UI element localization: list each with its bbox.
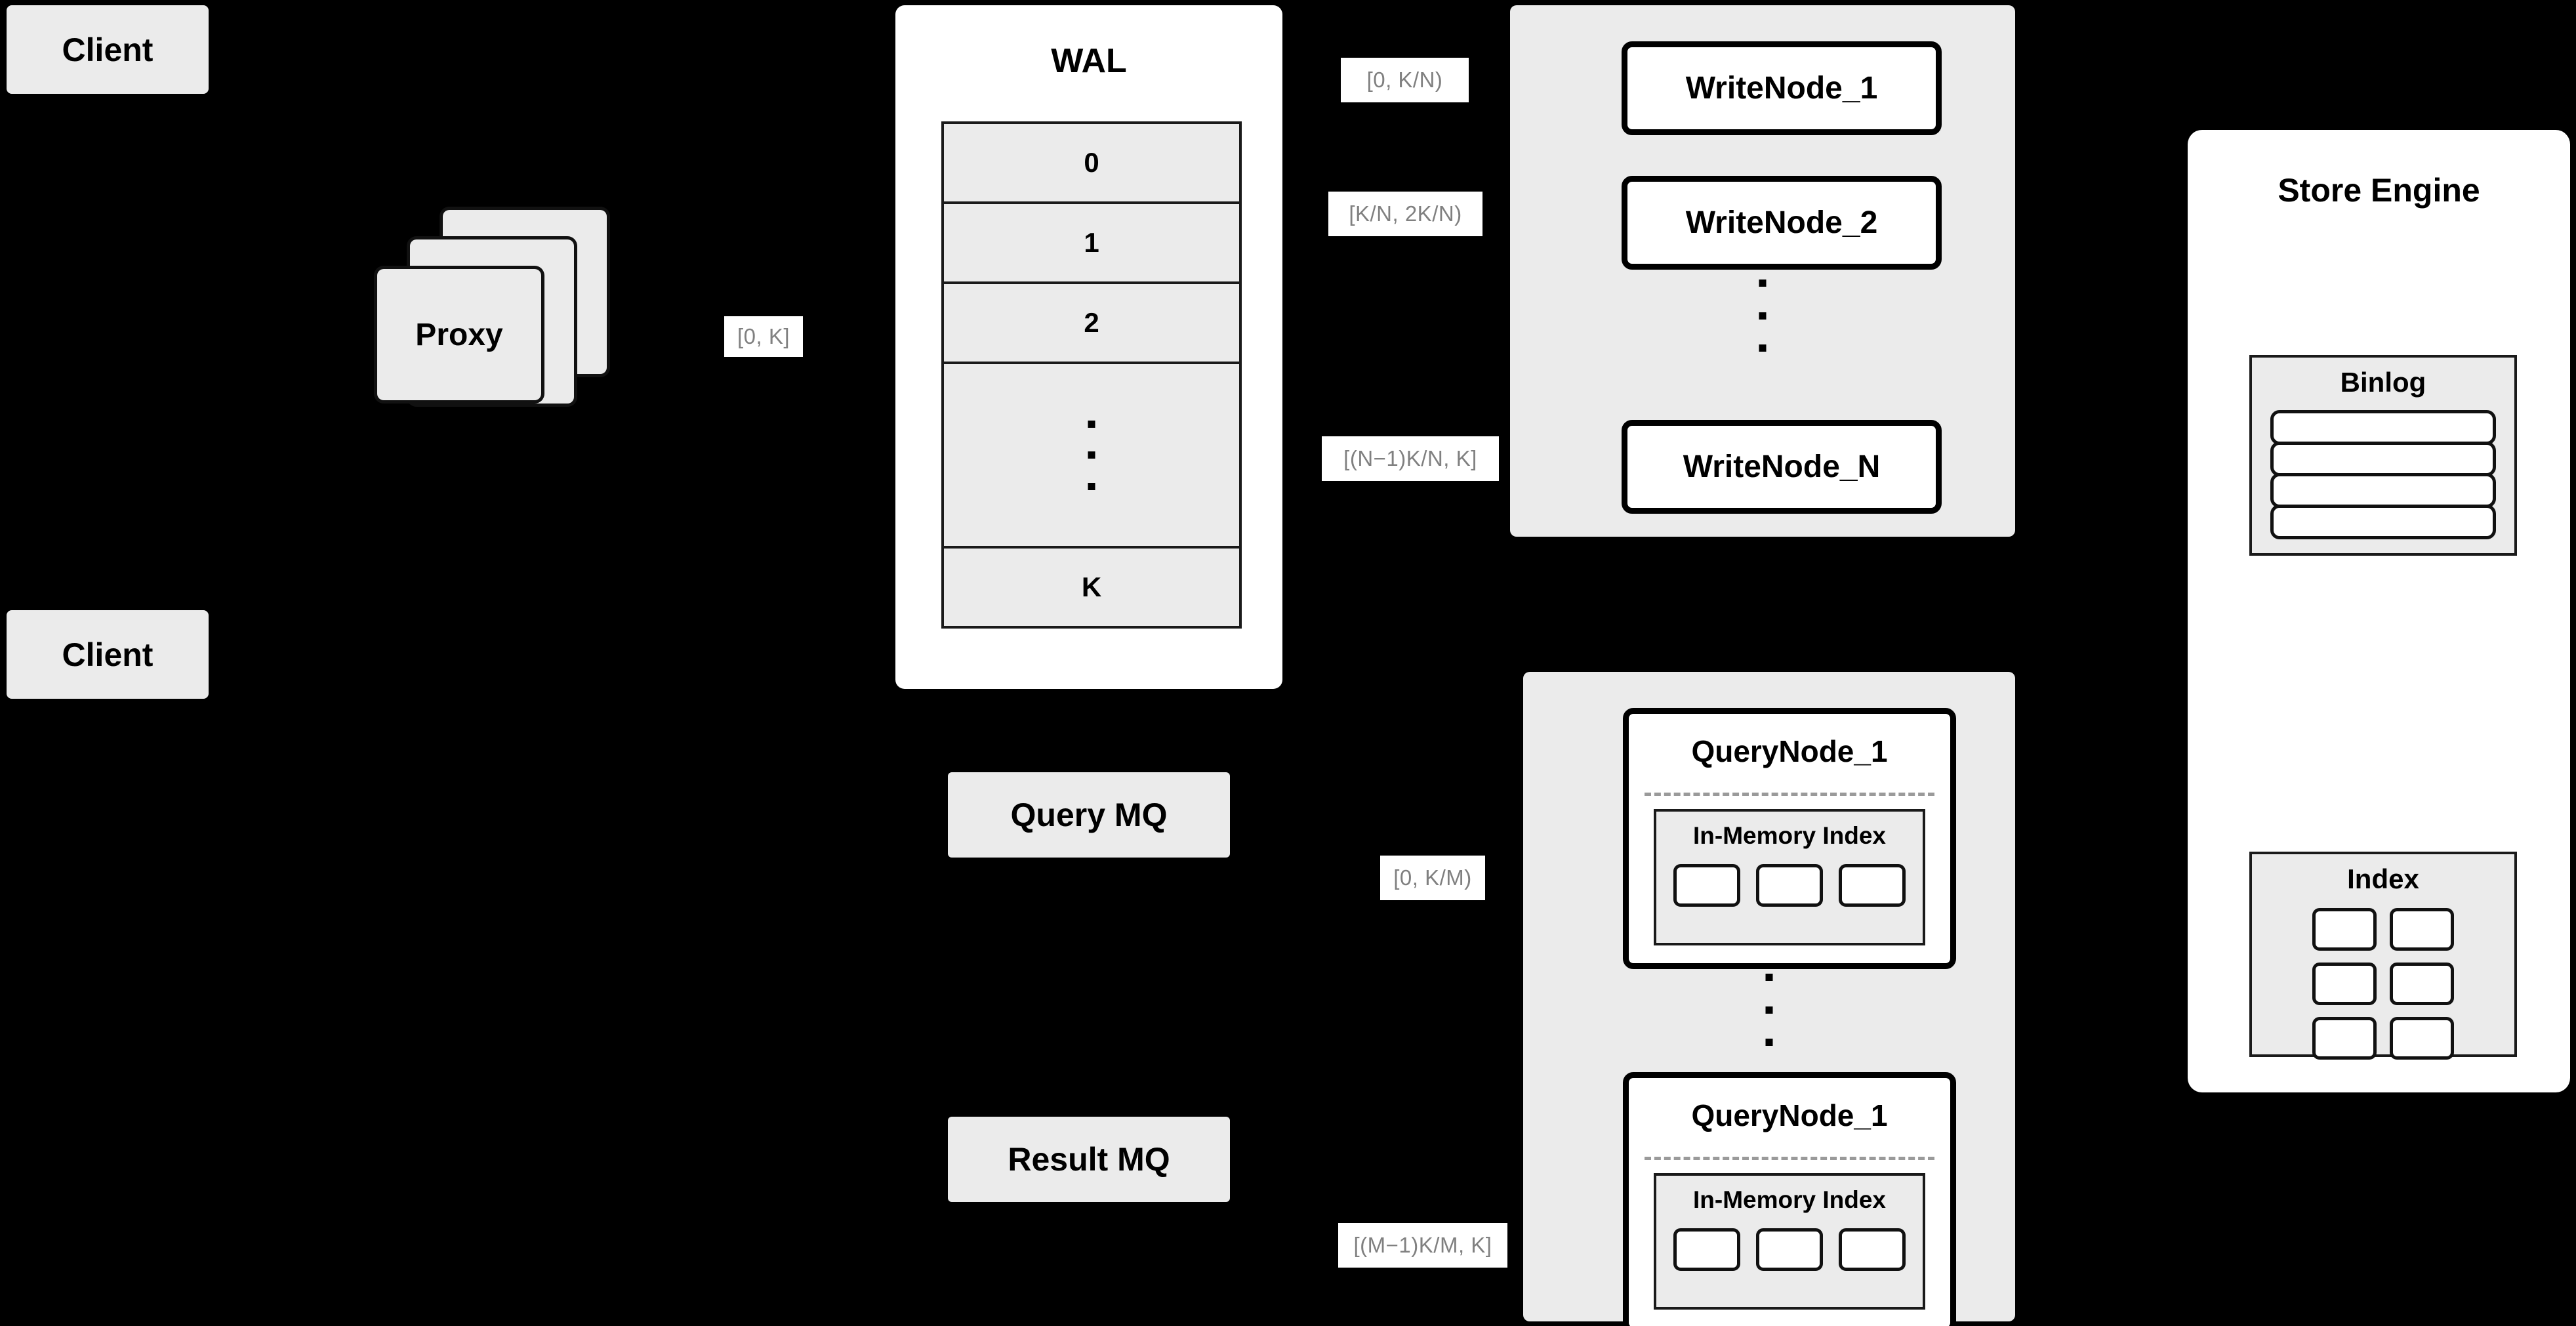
store-engine-panel: Store Engine Binlog Index [2188, 130, 2570, 1092]
write-node-1[interactable]: WriteNode_1 [1622, 41, 1942, 135]
wal-ellipsis-dots [1088, 420, 1095, 490]
proxy-stack[interactable]: Proxy [377, 210, 685, 433]
query-node-1-label: QueryNode_1 [1691, 734, 1888, 768]
write-node-n-label: WriteNode_N [1683, 449, 1881, 484]
client-box-1[interactable]: Client [7, 5, 209, 94]
client-label-2: Client [62, 636, 153, 673]
store-index-slot-6[interactable] [2390, 1017, 2454, 1060]
range-label-writenode-n-text: [(N−1)K/N, K] [1343, 446, 1477, 470]
binlog-title: Binlog [2340, 367, 2426, 398]
proxy-sheet-front[interactable]: Proxy [377, 269, 541, 400]
query-node-1-index-slot-1[interactable] [1673, 864, 1740, 907]
query-node-m-index-slot-3[interactable] [1839, 1228, 1906, 1271]
store-engine-title: Store Engine [2278, 172, 2480, 209]
wal-row-ellipsis [944, 364, 1239, 549]
query-node-1[interactable]: QueryNode_1 In-Memory Index [1623, 708, 1956, 969]
query-cluster-ellipsis-dots [1765, 974, 1773, 1046]
result-mq-box[interactable]: Result MQ [948, 1117, 1230, 1202]
result-mq-label: Result MQ [1008, 1141, 1170, 1178]
wal-row-2[interactable]: 2 [944, 284, 1239, 364]
store-index-box: Index [2249, 852, 2517, 1060]
query-node-m-index-slot-2[interactable] [1756, 1228, 1823, 1271]
range-label-writenode-1: [0, K/N) [1341, 58, 1469, 102]
query-node-1-index-slot-2[interactable] [1756, 864, 1823, 907]
range-label-proxy-to-wal-text: [0, K] [737, 324, 790, 348]
query-node-m[interactable]: QueryNode_1 In-Memory Index [1623, 1072, 1956, 1326]
range-label-writenode-1-text: [0, K/N) [1366, 68, 1443, 92]
wal-row-k[interactable]: K [944, 549, 1239, 626]
binlog-slot-4[interactable] [2270, 505, 2496, 539]
proxy-label: Proxy [415, 317, 503, 352]
query-cluster-panel: QueryNode_1 In-Memory Index QueryNode_1 … [1523, 672, 2015, 1326]
range-label-proxy-to-wal: [0, K] [724, 316, 803, 357]
query-node-m-index-box: In-Memory Index [1654, 1173, 1925, 1310]
write-node-2[interactable]: WriteNode_2 [1622, 176, 1942, 270]
query-node-m-label: QueryNode_1 [1691, 1098, 1888, 1132]
query-node-m-index-title: In-Memory Index [1693, 1186, 1886, 1213]
store-index-slot-1[interactable] [2312, 908, 2377, 951]
wal-row-1[interactable]: 1 [944, 204, 1239, 284]
range-label-querynode-1-text: [0, K/M) [1393, 865, 1472, 890]
range-label-writenode-2: [K/N, 2K/N) [1328, 192, 1482, 236]
binlog-slot-1[interactable] [2270, 410, 2496, 445]
wal-row-stack: 0 1 2 K [941, 121, 1242, 629]
client-label-1: Client [62, 31, 153, 68]
range-label-querynode-m: [(M−1)K/M, K] [1338, 1223, 1507, 1268]
store-index-slot-5[interactable] [2312, 1017, 2377, 1060]
binlog-box: Binlog [2249, 355, 2517, 556]
client-box-2[interactable]: Client [7, 610, 209, 699]
query-node-m-index-slot-1[interactable] [1673, 1228, 1740, 1271]
wal-title: WAL [1051, 42, 1127, 80]
write-node-n[interactable]: WriteNode_N [1622, 420, 1942, 514]
query-node-1-index-slot-3[interactable] [1839, 864, 1906, 907]
range-label-querynode-m-text: [(M−1)K/M, K] [1353, 1233, 1492, 1257]
store-index-slot-4[interactable] [2390, 963, 2454, 1005]
range-label-querynode-1: [0, K/M) [1380, 856, 1485, 900]
query-mq-label: Query MQ [1010, 797, 1168, 833]
write-cluster-ellipsis-dots [1759, 280, 1767, 352]
write-node-1-label: WriteNode_1 [1685, 71, 1878, 106]
binlog-slot-2[interactable] [2270, 442, 2496, 476]
store-index-slot-3[interactable] [2312, 963, 2377, 1005]
query-node-1-index-box: In-Memory Index [1654, 809, 1925, 945]
store-index-slot-2[interactable] [2390, 908, 2454, 951]
query-node-1-separator [1645, 793, 1934, 796]
write-cluster-panel: WriteNode_1 WriteNode_2 WriteNode_N [1510, 5, 2015, 537]
query-node-m-separator [1645, 1157, 1934, 1160]
store-index-title: Index [2347, 863, 2419, 894]
range-label-writenode-2-text: [K/N, 2K/N) [1349, 201, 1462, 226]
write-node-2-label: WriteNode_2 [1685, 205, 1878, 240]
range-label-writenode-n: [(N−1)K/N, K] [1322, 436, 1499, 481]
query-mq-box[interactable]: Query MQ [948, 772, 1230, 858]
binlog-slot-3[interactable] [2270, 473, 2496, 508]
query-node-1-index-title: In-Memory Index [1693, 822, 1886, 849]
wal-row-0[interactable]: 0 [944, 124, 1239, 204]
